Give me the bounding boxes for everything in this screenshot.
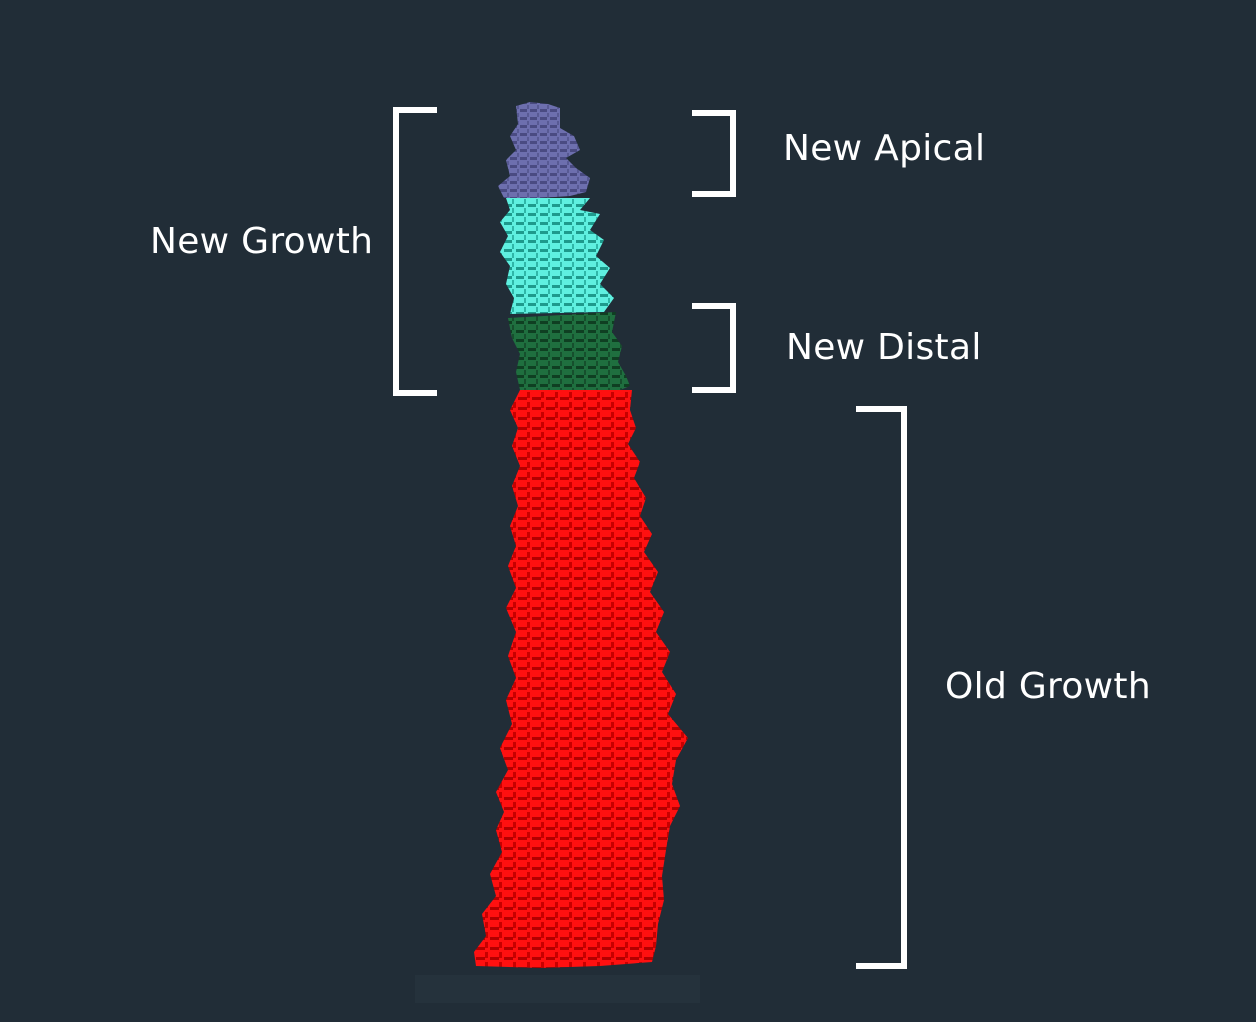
new-growth-label: New Growth [150,221,374,262]
new-distal-region [508,312,630,390]
old-growth-label: Old Growth [945,666,1151,707]
middle-growth-region [500,198,614,314]
new-distal-bracket [692,303,736,393]
new-distal-label: New Distal [786,327,982,368]
old-growth-region [474,390,688,968]
new-apical-bracket [692,110,736,197]
base-shadow [415,975,700,1003]
new-apical-region [498,102,590,198]
new-apical-label: New Apical [783,128,986,169]
old-growth-bracket [856,406,907,969]
new-growth-bracket [393,107,437,396]
